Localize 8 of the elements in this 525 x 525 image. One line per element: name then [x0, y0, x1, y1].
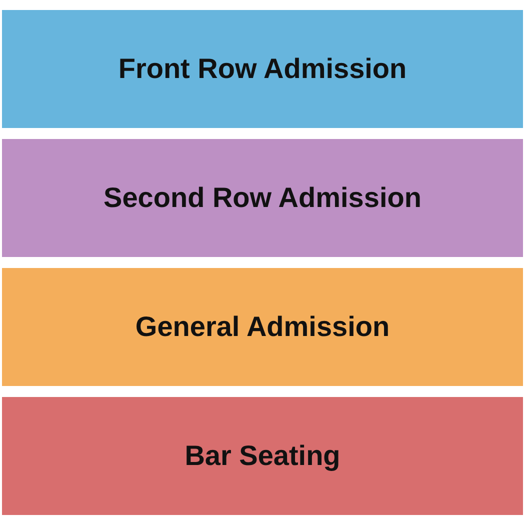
section-label: Bar Seating [184, 440, 340, 472]
seating-section [2, 397, 523, 515]
seating-section [2, 10, 523, 128]
section-label: Second Row Admission [104, 182, 422, 214]
seating-section [2, 139, 523, 257]
section-label: Front Row Admission [118, 53, 407, 85]
section-label: General Admission [135, 311, 390, 343]
seating-section [2, 268, 523, 386]
